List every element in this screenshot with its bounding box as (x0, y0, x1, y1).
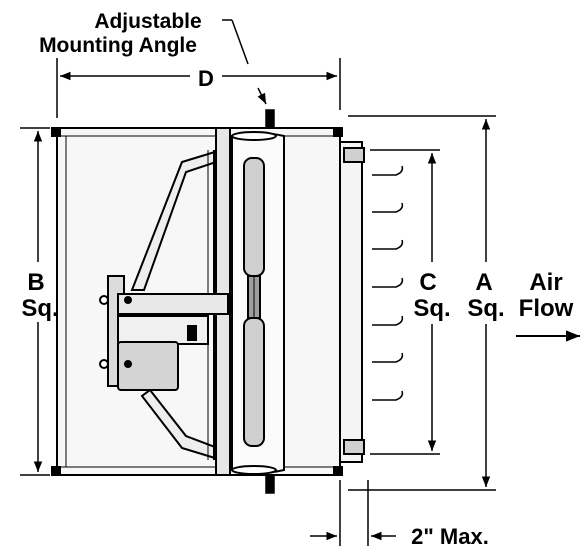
dimension-c-sq-label: Sq. (413, 295, 450, 322)
shutter-louvers (372, 165, 404, 401)
dimension-c (370, 149, 440, 455)
mounting-bracket (265, 109, 275, 494)
dimension-a-sq-label: Sq. (467, 295, 504, 322)
mounting-angle-label-line2: Mounting Angle (39, 34, 197, 57)
mounting-angle-label-line1: Adjustable (94, 10, 201, 33)
dimension-b-sq-label: Sq. (21, 295, 58, 322)
discharge-flange (339, 141, 365, 463)
dimension-c-label: C (419, 269, 436, 296)
propeller (231, 131, 285, 475)
dimension-a (348, 115, 496, 491)
dimension-a-label: A (475, 269, 492, 296)
air-label: Air (529, 269, 562, 296)
dimension-d (56, 58, 341, 118)
dimension-b (20, 127, 50, 476)
dimension-max-gap (310, 480, 396, 546)
flow-label: Flow (519, 295, 574, 322)
mounting-angle-leader (222, 19, 267, 105)
dimension-b-label: B (27, 269, 44, 296)
motor-assembly (99, 275, 245, 391)
dimension-d-label: D (198, 66, 214, 91)
max-gap-label: 2" Max. (411, 524, 489, 546)
